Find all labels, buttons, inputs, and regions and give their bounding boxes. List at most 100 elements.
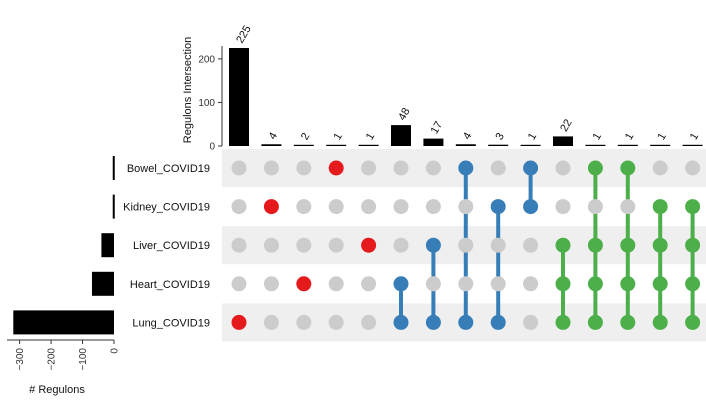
matrix-dot-inactive — [231, 276, 247, 292]
matrix-dot-active — [587, 160, 603, 176]
matrix-dot-inactive — [328, 199, 344, 215]
intersection-bar-label: 22 — [558, 117, 575, 134]
intersection-bar-label: 225 — [234, 24, 254, 46]
matrix-dot-inactive — [652, 160, 668, 176]
set-size-bar — [13, 310, 114, 335]
intersection-bar-label: 1 — [526, 131, 539, 142]
intersection-bar-label: 1 — [331, 131, 344, 142]
matrix-dot-active — [685, 237, 701, 253]
intersection-bar — [682, 144, 703, 146]
matrix-dot-inactive — [523, 314, 539, 330]
matrix-dot-active — [555, 237, 571, 253]
intersection-bar — [650, 144, 671, 146]
matrix-dot-inactive — [587, 199, 603, 215]
intersection-bar — [553, 136, 573, 146]
matrix-dot-active — [328, 160, 344, 176]
matrix-dot-active — [587, 314, 603, 330]
matrix-dot-active — [620, 314, 636, 330]
intersection-bar — [423, 138, 444, 146]
intersection-bar — [293, 144, 314, 146]
matrix-dot-inactive — [263, 237, 279, 253]
matrix-dot-active — [620, 160, 636, 176]
set-axis-tick-label: 0 — [110, 348, 121, 354]
matrix-dot-active — [620, 276, 636, 292]
matrix-dot-inactive — [555, 199, 571, 215]
matrix-dot-active — [458, 160, 474, 176]
set-axis-tick-label: −100 — [78, 348, 89, 371]
matrix-dot-active — [231, 314, 247, 330]
matrix-dot-active — [620, 237, 636, 253]
set-size-axis: # Regulons 0−100−200−300 — [7, 339, 121, 396]
matrix-dot-active — [425, 237, 441, 253]
intersection-bar — [229, 48, 249, 146]
intersection-axis-tick-label: 100 — [198, 98, 215, 109]
matrix-dot-inactive — [490, 276, 506, 292]
matrix-dot-active — [490, 199, 506, 215]
set-size-bar — [91, 271, 114, 296]
matrix-dot-active — [555, 276, 571, 292]
matrix-dot-inactive — [393, 160, 409, 176]
matrix-dot-active — [393, 276, 409, 292]
matrix-dot-inactive — [361, 314, 377, 330]
matrix-dot-inactive — [296, 237, 312, 253]
intersection-bar — [585, 144, 606, 146]
matrix-dot-inactive — [523, 276, 539, 292]
set-label: Liver_COVID19 — [133, 240, 210, 252]
intersection-bar-label: 1 — [655, 131, 668, 142]
matrix-dot-active — [652, 237, 668, 253]
set-label: Kidney_COVID19 — [123, 202, 210, 214]
matrix-dot-inactive — [296, 160, 312, 176]
matrix-dot-active — [425, 314, 441, 330]
set-size-bar — [101, 233, 114, 258]
matrix-dot-active — [652, 199, 668, 215]
intersection-bar-label: 1 — [688, 131, 701, 142]
matrix-dot-active — [555, 314, 571, 330]
matrix-dot-active — [685, 276, 701, 292]
matrix-dot-inactive — [425, 276, 441, 292]
set-labels: Bowel_COVID19Kidney_COVID19Liver_COVID19… — [123, 163, 210, 329]
matrix-dot-active — [652, 276, 668, 292]
matrix-dot-inactive — [490, 160, 506, 176]
matrix-dot-active — [458, 314, 474, 330]
matrix-dot-inactive — [393, 199, 409, 215]
matrix-dot-inactive — [263, 276, 279, 292]
matrix-dot-inactive — [328, 314, 344, 330]
intersection-bar-label: 2 — [299, 131, 312, 142]
matrix-dot-inactive — [620, 199, 636, 215]
intersection-bar-label: 48 — [396, 106, 413, 123]
matrix-dot-active — [685, 199, 701, 215]
intersection-bar — [488, 144, 509, 146]
matrix-dot-active — [587, 237, 603, 253]
matrix-dot-active — [587, 276, 603, 292]
intersection-bar-label: 1 — [591, 131, 604, 142]
matrix-dot-active — [652, 314, 668, 330]
matrix-dot-inactive — [685, 160, 701, 176]
matrix-dot-active — [263, 199, 279, 215]
matrix-dot-inactive — [263, 160, 279, 176]
matrix-dot-inactive — [458, 237, 474, 253]
matrix-dot-inactive — [231, 199, 247, 215]
set-label: Lung_COVID19 — [132, 317, 210, 329]
intersection-bar-label: 4 — [461, 130, 474, 141]
intersection-bar — [261, 144, 282, 146]
matrix-dot-active — [296, 276, 312, 292]
intersection-axis-tick-label: 0 — [209, 142, 215, 153]
matrix-dot-inactive — [361, 276, 377, 292]
set-size-bars — [13, 156, 115, 335]
matrix-dot-inactive — [555, 160, 571, 176]
matrix-dot-inactive — [296, 314, 312, 330]
set-axis-tick-label: −300 — [15, 348, 26, 371]
matrix-dot-inactive — [296, 199, 312, 215]
intersection-bar — [358, 144, 379, 146]
matrix-dot-active — [490, 314, 506, 330]
intersection-bar — [391, 125, 411, 146]
intersection-matrix — [231, 160, 701, 330]
matrix-dot-inactive — [231, 237, 247, 253]
matrix-dot-inactive — [458, 199, 474, 215]
matrix-dot-inactive — [361, 160, 377, 176]
intersection-bar-label: 1 — [364, 131, 377, 142]
set-axis-title: # Regulons — [29, 384, 85, 396]
matrix-dot-inactive — [425, 199, 441, 215]
matrix-dot-active — [361, 237, 377, 253]
